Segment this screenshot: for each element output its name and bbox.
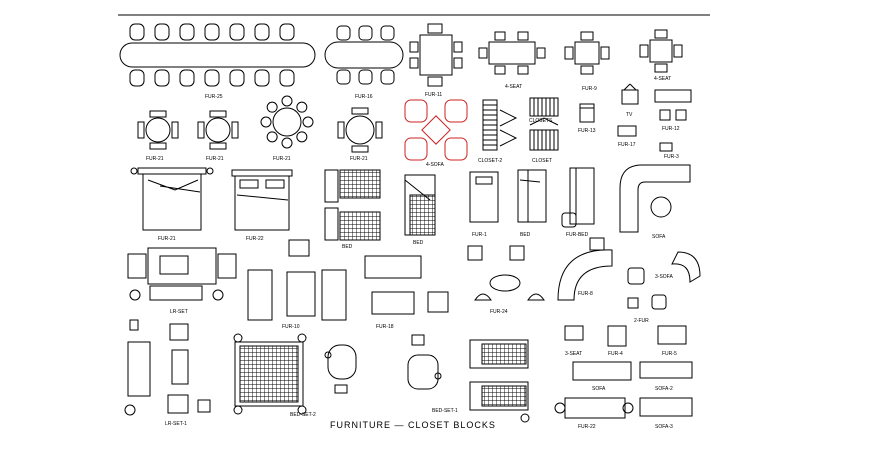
sofa-fur18 — [364, 255, 449, 315]
label-fur11: FUR-11 — [425, 92, 442, 98]
round-table-2 — [197, 110, 239, 150]
label-bed3: BED — [520, 232, 531, 238]
closet-block-2 — [529, 97, 559, 151]
long-table-14-seats — [119, 23, 316, 87]
label-round3: FUR-21 — [273, 156, 291, 162]
label-sofa3b: SOFA-3 — [655, 424, 673, 430]
desk-fur12 — [654, 89, 692, 152]
label-fur5: FUR-5 — [662, 351, 677, 357]
label-fur4: FUR-4 — [608, 351, 623, 357]
label-bedset2: BED-SET-2 — [290, 412, 316, 418]
label-4sofa: 4-SOFA — [426, 162, 444, 168]
label-sofa-b: SOFA — [592, 386, 606, 392]
label-lrset1: LR-SET-1 — [165, 421, 187, 427]
label-fur1: FUR-1 — [472, 232, 487, 238]
table-6-seats — [478, 31, 546, 75]
bed-set-1 — [407, 334, 442, 390]
label-bed4: FUR-BED — [566, 232, 589, 238]
living-room-set — [127, 247, 237, 301]
table-4-seats — [564, 31, 610, 75]
label-tv: TV — [626, 112, 633, 118]
table-4-small — [409, 23, 463, 87]
label-closets: CLOSETS — [529, 118, 553, 124]
oval-table-8-seats — [324, 41, 404, 69]
label-4seat: 4-SEAT — [654, 76, 671, 82]
label-fur12: FUR-12 — [662, 126, 680, 132]
label-sofa-corner: SOFA — [652, 234, 666, 240]
label-fur18: FUR-18 — [376, 324, 394, 330]
single-bed-2 — [517, 169, 547, 223]
table-4-seats-right — [639, 29, 683, 73]
bunk-bed-set — [324, 169, 381, 241]
label-closet2: CLOSET — [532, 158, 552, 164]
twin-bed-set — [469, 339, 530, 423]
round-table-4 — [337, 107, 383, 153]
bench-chairs — [124, 319, 211, 416]
single-bed-fur1 — [469, 171, 499, 223]
curved-sofa-fur8 — [557, 237, 613, 301]
label-fur17: FUR-17 — [618, 142, 636, 148]
sofa-set-fur10 — [247, 239, 347, 321]
armchair-set — [627, 251, 701, 310]
label-bed2: FUR-22 — [246, 236, 264, 242]
label-fur25: FUR-25 — [205, 94, 223, 100]
label-sofa2: SOFA-2 — [655, 386, 673, 392]
round-table-1 — [137, 110, 179, 150]
corner-sofa — [619, 164, 691, 233]
label-bedset1: BED-SET-1 — [432, 408, 458, 414]
label-6seat: 4-SEAT — [505, 84, 522, 90]
label-lrset: LR-SET — [170, 309, 188, 315]
label-fur22: FUR-22 — [578, 424, 596, 430]
label-closet1: CLOSET-2 — [478, 158, 502, 164]
double-bed — [231, 169, 293, 231]
label-fur9: FUR-9 — [582, 86, 597, 92]
label-fur8: FUR-8 — [578, 291, 593, 297]
single-bed-hatched — [404, 174, 436, 236]
bed-with-chair — [561, 167, 595, 228]
closet-block-1 — [482, 99, 518, 151]
label-fur10: FUR-10 — [282, 324, 300, 330]
oval-chair-1 — [324, 344, 357, 394]
label-bed1: FUR-21 — [158, 236, 176, 242]
label-round2: FUR-21 — [206, 156, 224, 162]
label-round1: FUR-21 — [146, 156, 164, 162]
label-bedx: BED — [413, 240, 424, 246]
label-3seat: 3-SEAT — [565, 351, 582, 357]
lounge-set-red — [404, 99, 468, 161]
bed-set-2 — [233, 333, 307, 415]
label-2fur: 2-FUR — [634, 318, 649, 324]
label-fur3: FUR-3 — [664, 154, 679, 160]
label-3sofa: 3-SOFA — [655, 274, 673, 280]
tv-unit — [617, 83, 639, 137]
label-fur16: FUR-16 — [355, 94, 373, 100]
chair-fur13 — [579, 103, 595, 123]
chairs-row — [554, 325, 693, 419]
lounge-fur24 — [467, 245, 545, 301]
label-round4: FUR-21 — [350, 156, 368, 162]
label-bunk: BED — [342, 244, 353, 250]
label-fur13: FUR-13 — [578, 128, 596, 134]
round-table-3 — [260, 95, 314, 149]
king-bed — [130, 167, 214, 231]
drawing-title: FURNITURE — CLOSET BLOCKS — [330, 420, 496, 430]
label-fur24: FUR-24 — [490, 309, 508, 315]
